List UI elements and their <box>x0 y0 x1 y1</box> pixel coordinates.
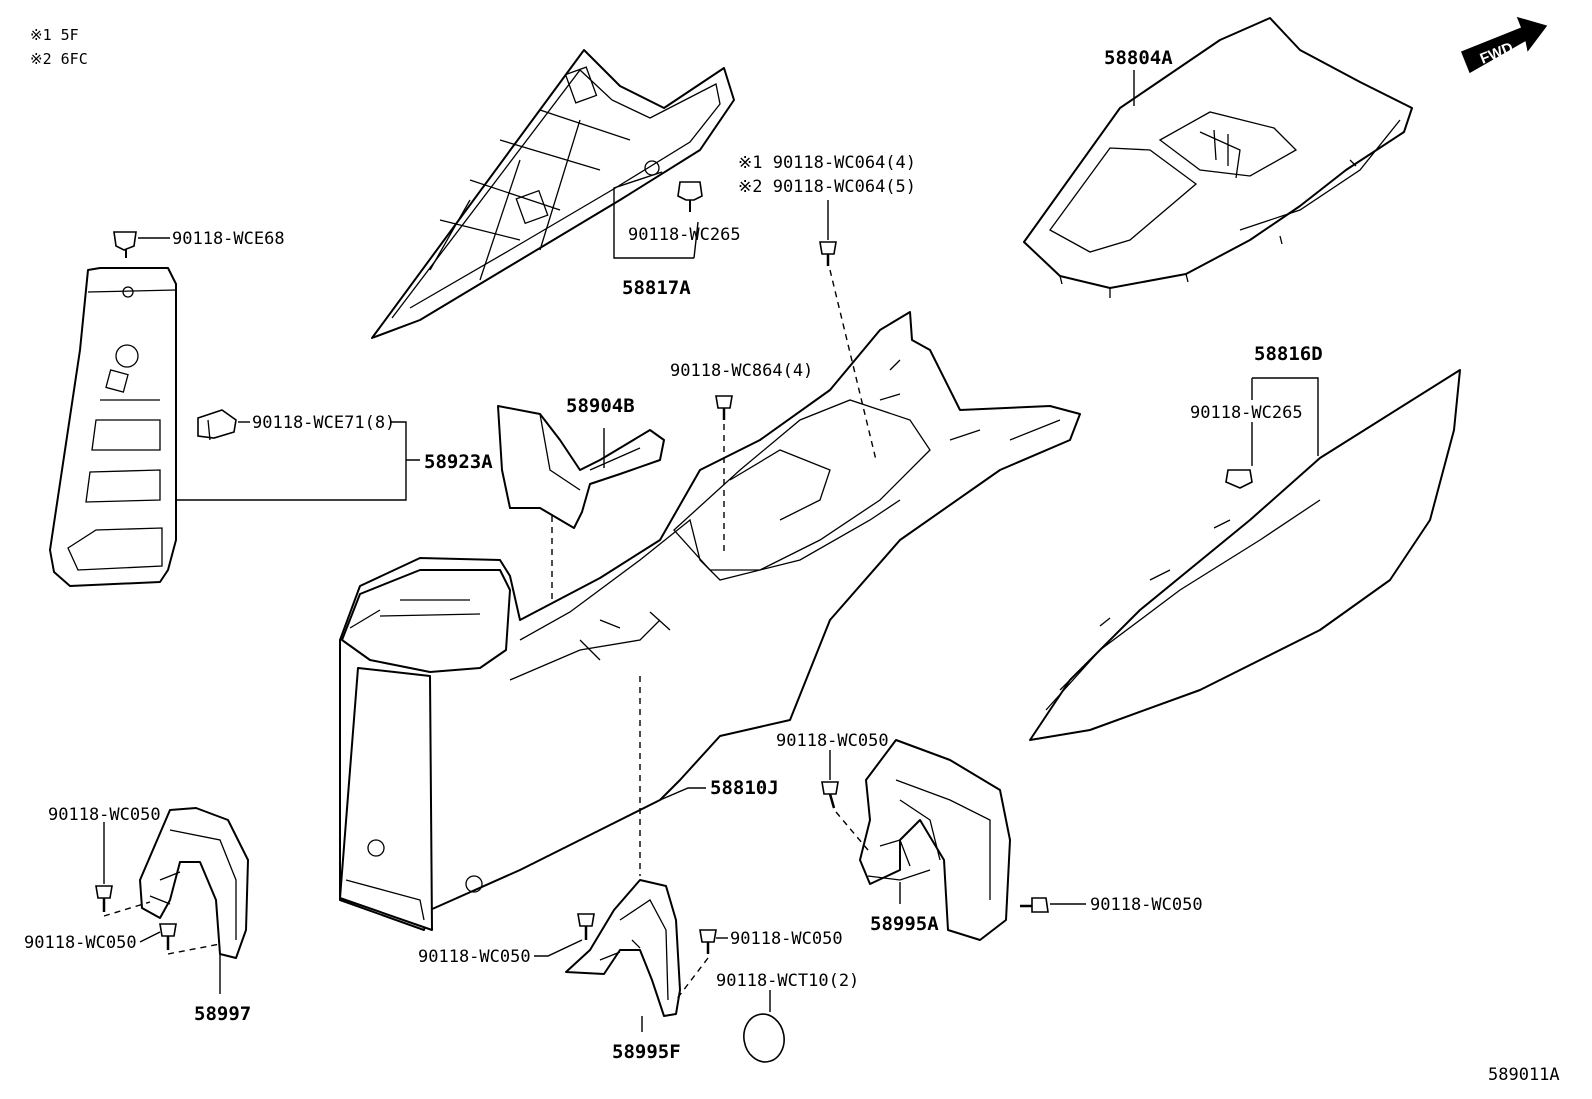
bolt-icon <box>95 885 113 912</box>
label-wc050-right: 90118-WC050 <box>1090 895 1203 915</box>
label-wc050-left-bot: 90118-WC050 <box>24 933 137 953</box>
label-wce71: 90118-WCE71(8) <box>252 413 395 433</box>
leader-wc050-bottom-a <box>534 939 583 957</box>
bolt-icon <box>577 913 595 940</box>
label-58995A: 58995A <box>870 913 939 935</box>
label-58923A: 58923A <box>424 451 493 473</box>
dash-wc050-left-top <box>103 901 151 917</box>
label-wc050-bottom-b: 90118-WC050 <box>730 929 843 949</box>
fwd-arrow-icon: FWD <box>1461 16 1548 74</box>
figure-id: 589011A <box>1488 1065 1560 1085</box>
bolt-icon <box>715 395 733 420</box>
clip-icon <box>197 409 237 441</box>
leader-58923A <box>176 421 420 501</box>
leader-58817A <box>613 171 699 259</box>
dash-wc050-center <box>835 811 869 851</box>
leader-58816D <box>1251 377 1319 466</box>
label-wc064-n1: ※1 90118-WC064(4) <box>738 153 916 173</box>
label-58997: 58997 <box>194 1003 251 1025</box>
bolt-icon <box>699 929 717 954</box>
part-58904B-panel <box>497 405 665 529</box>
note-1: ※1 5F <box>30 26 79 44</box>
leader-58810J <box>659 787 706 801</box>
bolt-icon <box>821 781 839 809</box>
label-wc265-top: 90118-WC265 <box>628 225 741 245</box>
part-58995A-bracket <box>859 739 1011 941</box>
label-58817A: 58817A <box>622 277 691 299</box>
bolt-icon <box>1020 897 1049 913</box>
leader-wc050-left-bot <box>139 931 161 943</box>
dash-wc050-left-bot <box>167 943 221 955</box>
part-58995F-bracket <box>565 879 681 1017</box>
dash-wc050-bottom-b <box>675 957 709 1001</box>
label-wc064-n2: ※2 90118-WC064(5) <box>738 177 916 197</box>
note-2: ※2 6FC <box>30 50 88 68</box>
cap-icon <box>743 1013 785 1063</box>
clip-icon <box>677 181 703 212</box>
part-58923A-panel <box>49 267 177 587</box>
label-58995F: 58995F <box>612 1041 681 1063</box>
label-wc265-right: 90118-WC265 <box>1190 403 1303 423</box>
label-58904B: 58904B <box>566 395 635 417</box>
label-wc050-left-top: 90118-WC050 <box>48 805 161 825</box>
label-58804A: 58804A <box>1104 47 1173 69</box>
clip-icon <box>1225 469 1253 489</box>
part-58817A-panel <box>371 49 735 339</box>
clip-icon <box>113 231 137 258</box>
bolt-icon <box>159 923 177 950</box>
label-wce68: 90118-WCE68 <box>172 229 285 249</box>
label-wct10: 90118-WCT10(2) <box>716 971 859 991</box>
label-wc864: 90118-WC864(4) <box>670 361 813 381</box>
label-wc050-center: 90118-WC050 <box>776 731 889 751</box>
label-58810J: 58810J <box>710 777 779 799</box>
part-58816D-panel <box>1029 369 1461 741</box>
part-58997-bracket <box>139 807 249 959</box>
label-58816D: 58816D <box>1254 343 1323 365</box>
part-58804A-panel <box>1023 17 1413 298</box>
label-wc050-bottom-a: 90118-WC050 <box>418 947 531 967</box>
bolt-icon <box>819 241 837 266</box>
part-58810J-console <box>339 311 1081 931</box>
